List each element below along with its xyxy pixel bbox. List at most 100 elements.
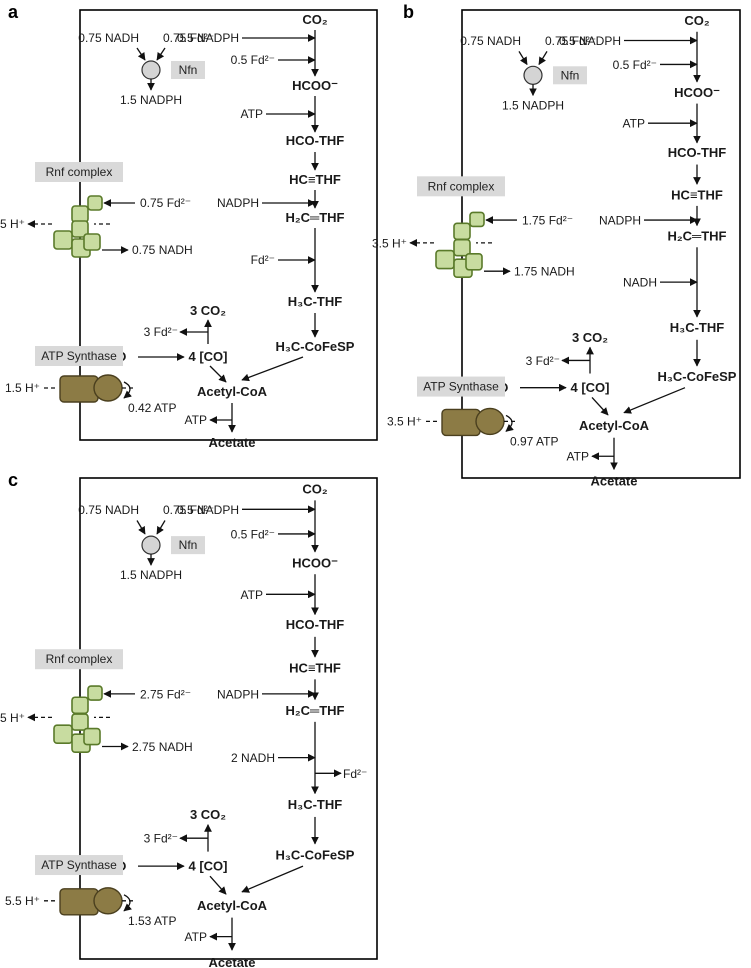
atp-gen-label: ATP	[567, 450, 589, 464]
fd-out-label: 3 Fd²⁻	[526, 354, 560, 368]
nadph2-input-label: NADPH	[599, 213, 641, 227]
nadph-input-label: 0.5 NADPH	[177, 503, 239, 517]
atp-synthase-label: ATP Synthase	[423, 380, 499, 394]
arrow-cofesp-to-acetylcoa	[623, 387, 686, 414]
side-input-label: NADH	[623, 275, 657, 289]
nfn-label: Nfn	[179, 538, 198, 552]
rnf-subunit	[71, 205, 89, 223]
nfn-out-label: 1.5 NADPH	[120, 93, 182, 107]
atp-gen-label: ATP	[185, 413, 207, 427]
h3c-cofesp-label: H₃C-CoFeSP	[276, 847, 355, 862]
arrow-nfn-nadh-in	[136, 47, 146, 61]
arrow-nfn-fd-in	[156, 47, 166, 61]
co-bound-label: 4 [CO]	[189, 349, 228, 364]
rnf-nadh-label: 0.75 NADH	[132, 243, 193, 257]
rnf-label: Rnf complex	[46, 165, 113, 179]
atp-h-label: 5.5 H⁺	[5, 894, 40, 908]
acetyl-coa-label: Acetyl-CoA	[197, 898, 268, 913]
rnf-label: Rnf complex	[428, 179, 495, 193]
atp-synthase-label: ATP Synthase	[41, 858, 117, 872]
nfn-nadh-label: 0.75 NADH	[78, 31, 139, 45]
rnf-tag	[35, 649, 123, 670]
cell-boundary	[79, 9, 378, 441]
nfn-out-label: 1.5 NADPH	[120, 568, 182, 582]
arrow-co-to-acetylcoa	[209, 875, 227, 895]
formate-label: HCOO⁻	[292, 555, 338, 570]
h3c-cofesp-label: H₃C-CoFeSP	[658, 369, 737, 384]
nfn-fd-label: 0.75 Fd²⁻	[163, 503, 214, 517]
atp-synthase-tag	[417, 376, 505, 397]
side-input-label: Fd²⁻	[251, 253, 275, 267]
panel-letter: c	[8, 470, 18, 490]
rnf-subunit	[453, 222, 471, 241]
atp-synthase-tag	[35, 855, 123, 876]
rnf-subunit	[71, 713, 89, 731]
hc-thf-label: HC≡THF	[289, 172, 341, 187]
fd-input-label: 0.5 Fd²⁻	[231, 527, 275, 541]
acetate-label: Acetate	[591, 474, 638, 489]
arrow-nfn-nadh-in	[136, 520, 146, 535]
rnf-subunit	[87, 195, 103, 211]
h2c-thf-label: H₂C═THF	[667, 229, 726, 244]
nfn-label: Nfn	[561, 68, 580, 82]
hc-thf-label: HC≡THF	[289, 661, 341, 676]
fd-out-label: 3 Fd²⁻	[144, 832, 178, 846]
fd-out-label: 3 Fd²⁻	[144, 325, 178, 339]
nfn-circle	[141, 535, 161, 555]
rnf-complex-shape	[53, 195, 103, 258]
atp-input-label: ATP	[623, 117, 645, 131]
rnf-subunit	[435, 249, 455, 270]
rnf-subunit	[53, 724, 73, 745]
arrow-co-to-acetylcoa	[209, 365, 227, 383]
rnf-fd-label: 1.75 Fd²⁻	[522, 213, 573, 227]
atp-synthase-f1	[475, 407, 505, 436]
rnf-subunit	[469, 211, 485, 228]
rnf-nadh-label: 1.75 NADH	[514, 265, 575, 279]
arrow-atp-rotation	[123, 381, 132, 399]
side-output-label: Fd²⁻	[343, 767, 367, 781]
atp-synthase-fo	[59, 888, 99, 916]
nfn-tag	[171, 536, 205, 555]
nfn-fd-label: 0.75 Fd²⁻	[545, 34, 596, 48]
rnf-subunit	[83, 233, 101, 251]
atp-synthase-f1	[93, 887, 123, 915]
h2c-thf-label: H₂C═THF	[285, 210, 344, 225]
hc-thf-label: HC≡THF	[671, 187, 723, 202]
co2-out-label: 3 CO₂	[572, 330, 608, 345]
rnf-nadh-label: 2.75 NADH	[132, 740, 193, 754]
rnf-tag	[35, 162, 123, 182]
hco-thf-label: HCO-THF	[668, 145, 727, 160]
arrow-atp-rotation	[505, 414, 514, 432]
nadph-input-label: 0.5 NADPH	[559, 34, 621, 48]
co2-out-label: 3 CO₂	[190, 303, 226, 318]
arrow-cofesp-to-acetylcoa	[241, 356, 304, 382]
atp-synthase-fo	[441, 408, 481, 437]
atp-h-label: 1.5 H⁺	[5, 381, 40, 395]
rnf-subunit	[83, 727, 101, 746]
rnf-h-label: 3.5 H⁺	[372, 236, 407, 250]
co-bound-label: 4 [CO]	[571, 380, 610, 395]
rnf-subunit	[53, 230, 73, 250]
acetyl-coa-label: Acetyl-CoA	[197, 384, 268, 399]
co2-label: CO₂	[302, 482, 328, 497]
atp-gen-label: ATP	[185, 930, 207, 944]
nfn-tag	[171, 61, 205, 79]
nfn-tag	[553, 66, 587, 85]
fd-input-label: 0.5 Fd²⁻	[613, 58, 657, 72]
side-input-label: 2 NADH	[231, 751, 275, 765]
arrow-co-to-acetylcoa	[591, 397, 609, 416]
acetate-label: Acetate	[209, 955, 256, 968]
co2-label: CO₂	[302, 12, 328, 27]
nfn-circle	[141, 60, 161, 80]
co2-out-label: 3 CO₂	[190, 807, 226, 822]
atp-out-label: 0.97 ATP	[510, 434, 558, 448]
atp-out-label: 0.42 ATP	[128, 401, 176, 415]
atp-out-label: 1.53 ATP	[128, 914, 176, 928]
hco-thf-label: HCO-THF	[286, 133, 345, 148]
nfn-circle	[523, 65, 543, 85]
atp-synthase-f1	[93, 374, 123, 402]
h2c-thf-label: H₂C═THF	[285, 703, 344, 718]
